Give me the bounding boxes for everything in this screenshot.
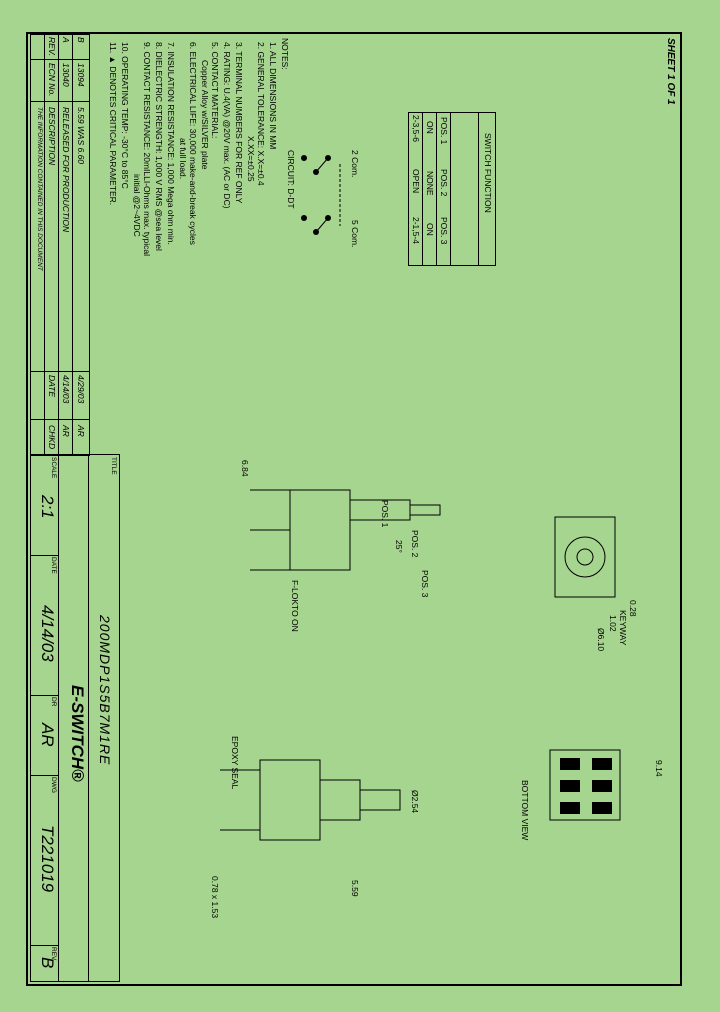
pos2-label: POS. 2	[439, 169, 449, 197]
scale-label: SCALE	[50, 457, 57, 479]
pos1-contacts: 2-3,5-6	[411, 115, 421, 142]
dwg-label: DWG	[50, 777, 57, 793]
dr-label: DR	[50, 697, 57, 707]
side-view	[250, 489, 441, 571]
dim-559: 5.59	[350, 880, 360, 897]
note-2b: X.XX=±0.25	[246, 136, 256, 182]
revision-table: B 13094 5.59 WAS 6.60 4/29/03 AR A 13040…	[30, 34, 90, 456]
note-9: 9. CONTACT RESISTANCE: 20mILLI-Ohms max.…	[142, 42, 152, 256]
circuit-diagram	[301, 155, 341, 235]
pos2-contacts: OPEN	[411, 169, 421, 194]
disclaimer-1: THE INFORMATION CONTAINED IN THIS DOCUME…	[36, 107, 43, 271]
note-5: 5. CONTACT MATERIAL:	[210, 42, 220, 139]
note-11: 11. ▲ DENOTES CRITICAL PARAMETER.	[108, 42, 118, 206]
dim-684: 6.84	[240, 460, 250, 477]
pos3-contacts: 2-1,5-4	[411, 217, 421, 244]
sheet-number: SHEET 1 OF 1	[665, 38, 676, 105]
pos3-label: POS. 3	[439, 217, 449, 245]
dim-254c: Ø2.54	[410, 790, 420, 814]
note-6b: at full load.	[178, 138, 188, 180]
note-4: 4. RATING: U.4(VA) @20V max. (AC or DC)	[222, 42, 232, 209]
dim-keyway: KEYWAY	[618, 610, 628, 646]
chkd-header: CHKD	[47, 425, 57, 450]
dim-pos3: POS. 3	[420, 570, 430, 598]
rev-value: B	[38, 957, 57, 969]
note-2: 2. GENERAL TOLERANCE: X.X=±0.4	[256, 42, 266, 186]
chkd-a: AR	[61, 425, 71, 437]
note-8: 8. DIELECTRIC STRENGTH: 1,000 V RMS @sea…	[154, 42, 164, 251]
dr-value: AR	[38, 723, 57, 747]
top-view	[554, 516, 616, 598]
note-7: 7. INSULATION RESISTANCE: 1,000 Mega ohm…	[166, 42, 176, 245]
note-3: 3. TERMINAL NUMBERS FOR REF ONLY	[234, 42, 244, 204]
rev-b: B	[76, 37, 86, 43]
dim-slot: 0.78 x 1.53	[210, 876, 220, 919]
circuit-label: CIRCUIT: D-DT	[286, 150, 296, 209]
dim-914: 9.14	[654, 760, 664, 777]
part-title: 200MDP1S5B7M1RE	[97, 615, 113, 766]
dim-pos1: POS. 1	[380, 500, 390, 528]
com-right: 5 Com.	[350, 220, 360, 248]
dim-epoxy: EPOXY SEAL	[230, 736, 240, 790]
notes-heading: NOTES:	[280, 38, 290, 70]
ecn-b: 13094	[76, 63, 86, 87]
front-view	[220, 759, 401, 841]
ecn-a: 13040	[61, 63, 71, 87]
pos2-state: NONE	[425, 171, 435, 196]
dim-angle: 25°	[394, 540, 404, 553]
dwg-value: T221019	[38, 825, 57, 893]
desc-a: RELEASED FOR PRODUCTION	[61, 107, 71, 233]
desc-header: DESCRIPTION	[47, 107, 57, 166]
note-1: 1. ALL DIMENSIONS IN MM	[268, 42, 278, 150]
dim-028: 0.28	[628, 600, 638, 617]
dim-flat: F-LOKTO ON	[290, 580, 300, 632]
bottom-view-label: BOTTOM VIEW	[520, 780, 530, 841]
company-logo: E-SWITCH®	[68, 685, 87, 782]
pos3-state: ON	[425, 223, 435, 236]
dim-pos2: POS. 2	[410, 530, 420, 558]
note-9b: initial @2~4VDC	[132, 174, 142, 237]
pos1-state: ON	[425, 121, 435, 134]
date-b: 4/29/03	[76, 375, 86, 404]
rev-header: REV.	[47, 37, 57, 57]
date-label: DATE	[50, 557, 57, 574]
note-10: 10. OPERATING TEMP: -30°C to 85°C	[120, 42, 130, 189]
date-a: 4/14/03	[61, 375, 71, 404]
rev-a: A	[61, 37, 71, 43]
dim-102: 1.02	[608, 615, 618, 632]
pos1-label: POS. 1	[439, 117, 449, 145]
title-label: TITLE	[110, 457, 117, 475]
date-header: DATE	[47, 375, 57, 398]
switch-function-table: SWITCH FUNCTION POS. 1 POS. 2 POS. 3 ON …	[408, 112, 496, 266]
switch-function-heading: SWITCH FUNCTION	[483, 133, 493, 213]
com-left: 2 Com.	[350, 150, 360, 178]
scale-value: 2:1	[38, 495, 57, 519]
note-6: 6. ELECTRICAL LIFE: 30,000 make-and-brea…	[188, 42, 198, 245]
desc-b: 5.59 WAS 6.60	[76, 107, 86, 165]
date-value: 4/14/03	[38, 605, 57, 662]
dim-610: Ø6.10	[596, 628, 606, 652]
title-block: TITLE 200MDP1S5B7M1RE E-SWITCH® SCALE 2:…	[30, 454, 120, 982]
bottom-view-pins	[549, 749, 621, 821]
note-5b: Copper Alloy w/SILVER plate	[200, 60, 210, 170]
chkd-b: AR	[76, 425, 86, 437]
ecn-header: ECN No.	[47, 63, 57, 97]
